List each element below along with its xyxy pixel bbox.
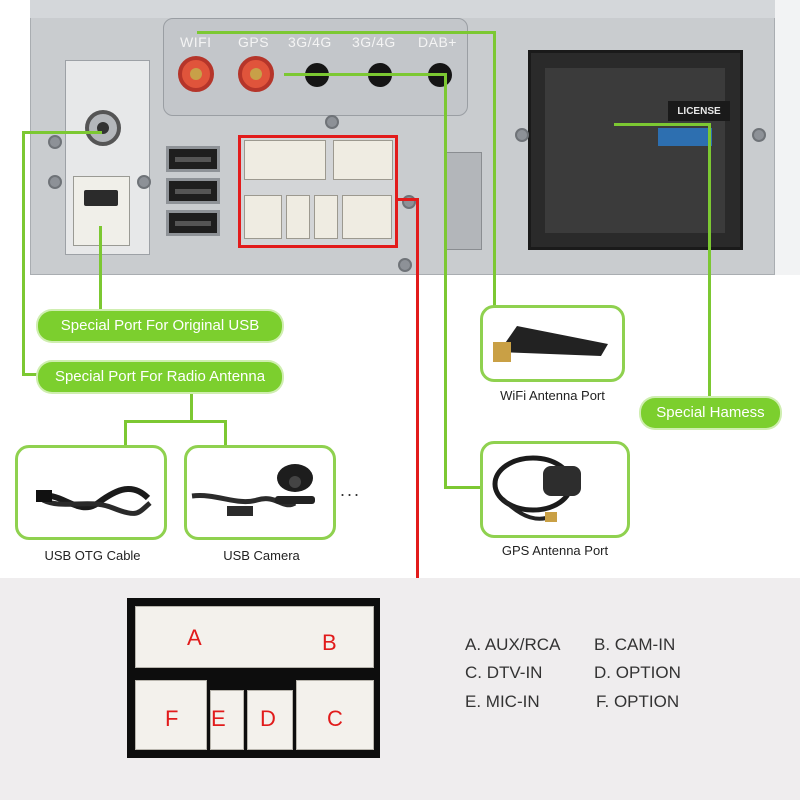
license-sticker: LICENSE (668, 101, 730, 121)
wifi-antenna-box (480, 305, 625, 382)
wifi-antenna-caption: WiFi Antenna Port (500, 388, 605, 403)
line-radio-antenna-h (22, 131, 102, 134)
legend-c: C. DTV-IN (465, 663, 543, 682)
connector-letter-f: F (165, 706, 179, 731)
more-items-ellipsis: ... (340, 480, 362, 500)
panel-right-bracket (775, 0, 800, 275)
lte-antenna-label-2: 3G/4G (352, 34, 396, 50)
panel-slot (446, 152, 482, 250)
connector-letter-d: D (260, 706, 276, 731)
line-radio-antenna-v (22, 131, 25, 375)
legend-f: F. OPTION (596, 692, 680, 711)
gps-antenna-image (492, 455, 581, 522)
legend-e: E. MIC-IN (465, 692, 540, 711)
usb-camera-caption: USB Camera (223, 548, 300, 563)
line-original-usb (99, 226, 102, 316)
connector-detail-section (0, 578, 800, 800)
usb-port (166, 146, 220, 172)
usb-port (166, 178, 220, 204)
screw-icon (515, 128, 529, 142)
connector-f-closeup (135, 680, 207, 750)
wifi-antenna-connector (178, 56, 214, 92)
line-gps-end (444, 486, 480, 489)
screw-icon (325, 115, 339, 129)
connector-e-closeup (210, 690, 244, 750)
screw-icon (137, 175, 151, 189)
connector-a (244, 140, 326, 180)
line-radio-antenna-end (22, 373, 44, 376)
dab-antenna-label: DAB+ (418, 34, 457, 50)
line-gps-h (284, 73, 446, 76)
connector-f (244, 195, 282, 239)
gps-antenna-connector (238, 56, 274, 92)
usb-otg-cable-image (36, 486, 152, 516)
line-wifi-v (493, 31, 496, 307)
gps-antenna-caption: GPS Antenna Port (501, 543, 609, 558)
screw-icon (48, 175, 62, 189)
gps-antenna-box (480, 441, 630, 538)
legend-d: D. OPTION (594, 663, 681, 682)
original-usb-port (84, 190, 118, 206)
screw-icon (398, 258, 412, 272)
screw-icon (752, 128, 766, 142)
connector-pin (190, 68, 202, 80)
connector-c-closeup (296, 680, 374, 750)
usb-camera-box (184, 445, 336, 540)
connector-d-closeup (247, 690, 293, 750)
wifi-antenna-image (493, 326, 608, 362)
legend-b: B. CAM-IN (594, 635, 676, 654)
line-harness-v (708, 123, 711, 400)
connector-letter-a: A (187, 625, 202, 650)
line-wifi-h (197, 31, 495, 34)
special-harness-callout: Special Hamess (641, 398, 780, 428)
connector-letter-e: E (211, 706, 226, 731)
harness-pin-area (545, 68, 725, 233)
connector-a-b-closeup (135, 606, 374, 668)
connector-b (333, 140, 393, 180)
legend-a: A. AUX/RCA (465, 635, 561, 654)
connector-d (314, 195, 338, 239)
gps-antenna-label: GPS (238, 34, 270, 50)
blue-sticker (658, 128, 712, 146)
usb-otg-cable-box (15, 445, 167, 540)
line-branch-h (124, 420, 226, 423)
line-branch-down (190, 390, 193, 420)
line-branch-right (224, 420, 227, 445)
lte-antenna-label-1: 3G/4G (288, 34, 332, 50)
usb-otg-caption: USB OTG Cable (44, 548, 141, 563)
usb-camera-image (191, 464, 315, 516)
screw-icon (48, 135, 62, 149)
original-usb-callout: Special Port For Original USB (38, 311, 282, 341)
connector-c (342, 195, 392, 239)
line-branch-left (124, 420, 127, 445)
connector-pin (250, 68, 262, 80)
radio-antenna-callout: Special Port For Radio Antenna (38, 362, 282, 392)
panel-top-edge (30, 0, 775, 18)
connector-e (286, 195, 310, 239)
line-harness-h (614, 123, 710, 126)
connector-letter-b: B (322, 630, 337, 655)
wifi-antenna-label: WIFI (180, 34, 212, 50)
connector-letter-c: C (327, 706, 343, 731)
line-aux-v (416, 198, 419, 698)
usb-port (166, 210, 220, 236)
line-aux-h (398, 198, 418, 201)
line-gps-v (444, 73, 447, 488)
